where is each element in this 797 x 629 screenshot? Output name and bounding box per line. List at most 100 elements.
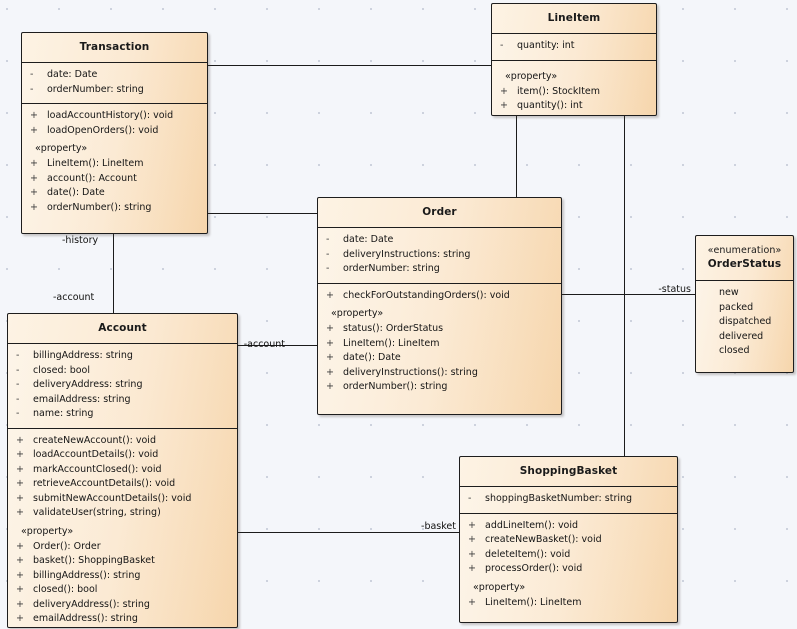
operation-signature: loadAccountHistory(): void bbox=[47, 110, 174, 121]
property-row: + billingAddress(): string bbox=[8, 569, 237, 584]
class-title-orderstatus: «enumeration» OrderStatus bbox=[696, 236, 793, 280]
property-row: + emailAddress(): string bbox=[8, 612, 237, 627]
visibility-marker: + bbox=[326, 337, 334, 349]
operation-row: + loadAccountDetails(): void bbox=[8, 448, 237, 463]
attributes-compartment-transaction: - date: Date - orderNumber: string bbox=[22, 62, 207, 103]
property-signature: orderNumber(): string bbox=[47, 201, 152, 213]
attribute-signature: date: Date bbox=[343, 234, 394, 245]
property-row: + date(): Date bbox=[22, 186, 207, 201]
attribute-signature: shoppingBasketNumber: string bbox=[485, 493, 633, 504]
visibility-marker: + bbox=[30, 201, 38, 213]
class-box-shoppingbasket[interactable]: ShoppingBasket - shoppingBasketNumber: s… bbox=[459, 456, 678, 623]
attribute-signature: orderNumber: string bbox=[47, 83, 144, 95]
operation-row: + processOrder(): void bbox=[460, 562, 677, 577]
connector-account-order[interactable] bbox=[238, 345, 318, 346]
attribute-signature: orderNumber: string bbox=[343, 263, 440, 274]
property-signature: date(): Date bbox=[343, 352, 401, 363]
connector-transaction-account[interactable] bbox=[113, 234, 114, 314]
property-signature: billingAddress(): string bbox=[33, 569, 141, 581]
visibility-marker: + bbox=[16, 492, 24, 504]
attribute-signature: emailAddress: string bbox=[33, 393, 131, 405]
visibility-marker: + bbox=[468, 534, 476, 545]
property-signature: deliveryInstructions(): string bbox=[343, 366, 478, 378]
visibility-marker: - bbox=[326, 248, 330, 260]
class-box-lineitem[interactable]: LineItem - quantity: int «property» + it… bbox=[491, 3, 657, 116]
attribute-signature: closed: bool bbox=[33, 364, 91, 376]
class-box-order[interactable]: Order - date: Date - deliveryInstruction… bbox=[317, 197, 562, 415]
operation-signature: validateUser(string, string) bbox=[33, 507, 161, 518]
connector-transaction-lineitem[interactable] bbox=[207, 65, 492, 66]
operations-compartment-account: + createNewAccount(): void + loadAccount… bbox=[8, 427, 237, 628]
property-signature: status(): OrderStatus bbox=[343, 323, 444, 334]
class-title-account: Account bbox=[98, 322, 147, 334]
connector-label-status: -status bbox=[658, 284, 691, 295]
operation-signature: createNewAccount(): void bbox=[33, 434, 156, 446]
visibility-marker: + bbox=[500, 100, 508, 111]
operation-row: + deleteItem(): void bbox=[460, 548, 677, 563]
attribute-signature: date: Date bbox=[47, 69, 98, 80]
visibility-marker: + bbox=[16, 627, 33, 628]
connector-transaction-order[interactable] bbox=[207, 213, 318, 214]
attribute-row: - deliveryAddress: string bbox=[8, 378, 237, 393]
attributes-compartment-account: - billingAddress: string - closed: bool … bbox=[8, 343, 237, 428]
operation-row: + createNewBasket(): void bbox=[460, 533, 677, 548]
property-signature: Order(): Order bbox=[33, 540, 101, 552]
property-signature: LineItem(): LineItem bbox=[485, 596, 582, 608]
visibility-marker: - bbox=[16, 393, 20, 405]
operation-row: + validateUser(string, string) bbox=[8, 506, 237, 521]
connector-order-orderstatus[interactable] bbox=[561, 294, 695, 295]
visibility-marker: + bbox=[16, 434, 24, 446]
visibility-marker: + bbox=[326, 352, 334, 363]
attribute-row: - date: Date bbox=[22, 68, 207, 83]
class-box-account[interactable]: Account - billingAddress: string - close… bbox=[7, 313, 238, 628]
attribute-row: - quantity: int bbox=[492, 39, 656, 54]
property-row: + orderNumber(): string bbox=[318, 380, 561, 395]
visibility-marker: + bbox=[30, 110, 38, 121]
attribute-signature: quantity: int bbox=[517, 40, 575, 51]
class-title-order: Order bbox=[422, 206, 457, 218]
class-title-shoppingbasket: ShoppingBasket bbox=[519, 465, 618, 477]
operations-compartment-lineitem: «property» + item(): StockItem + quantit… bbox=[492, 59, 656, 115]
operation-signature: loadOpenOrders(): void bbox=[47, 124, 159, 136]
operation-row: + retrieveAccountDetails(): void bbox=[8, 477, 237, 492]
visibility-marker: - bbox=[326, 263, 330, 274]
operations-compartment-order: + checkForOutstandingOrders(): void «pro… bbox=[318, 282, 561, 414]
visibility-marker: + bbox=[468, 596, 476, 608]
visibility-marker: + bbox=[30, 187, 38, 198]
visibility-marker: - bbox=[30, 83, 34, 95]
visibility-marker: + bbox=[16, 540, 24, 552]
connector-lineitem-order[interactable] bbox=[516, 116, 517, 197]
enum-literal: packed bbox=[719, 301, 754, 313]
visibility-marker: + bbox=[30, 158, 38, 169]
enum-literal: dispatched bbox=[719, 316, 772, 327]
connector-account-shoppingbasket[interactable] bbox=[238, 532, 460, 533]
operation-row: + markAccountClosed(): void bbox=[8, 463, 237, 478]
attribute-row: - name: string bbox=[8, 407, 237, 422]
enumeration-name: OrderStatus bbox=[707, 258, 782, 270]
operations-compartment-shoppingbasket: + addLineItem(): void + createNewBasket(… bbox=[460, 512, 677, 622]
stereotype-property-account: «property» bbox=[21, 525, 74, 537]
visibility-marker: + bbox=[16, 555, 24, 566]
visibility-marker: + bbox=[16, 463, 24, 475]
class-box-orderstatus[interactable]: «enumeration» OrderStatus new packed dis… bbox=[695, 235, 794, 373]
visibility-marker: + bbox=[16, 507, 24, 518]
visibility-marker: - bbox=[16, 379, 20, 390]
stereotype-property-transaction: «property» bbox=[35, 143, 88, 154]
property-row: + LineItem(): LineItem bbox=[22, 157, 207, 172]
attributes-compartment-lineitem: - quantity: int bbox=[492, 33, 656, 60]
operations-compartment-transaction: + loadAccountHistory(): void + loadOpenO… bbox=[22, 103, 207, 233]
stereotype-property-shoppingbasket: «property» bbox=[473, 581, 526, 593]
enum-literal: new bbox=[719, 287, 739, 298]
visibility-marker: + bbox=[326, 289, 334, 301]
connector-lineitem-shoppingbasket[interactable] bbox=[624, 116, 625, 456]
attribute-signature: deliveryAddress: string bbox=[33, 379, 143, 390]
visibility-marker: + bbox=[326, 366, 334, 378]
operation-signature: submitNewAccountDetails(): void bbox=[33, 492, 192, 504]
visibility-marker: + bbox=[468, 519, 476, 531]
class-box-transaction[interactable]: Transaction - date: Date - orderNumber: … bbox=[21, 32, 208, 234]
property-signature: orderNumber(): string bbox=[343, 381, 448, 392]
property-signature: account(): Account bbox=[47, 172, 137, 184]
property-signature: item(): StockItem bbox=[517, 85, 601, 97]
operation-signature: loadAccountDetails(): void bbox=[33, 449, 159, 460]
